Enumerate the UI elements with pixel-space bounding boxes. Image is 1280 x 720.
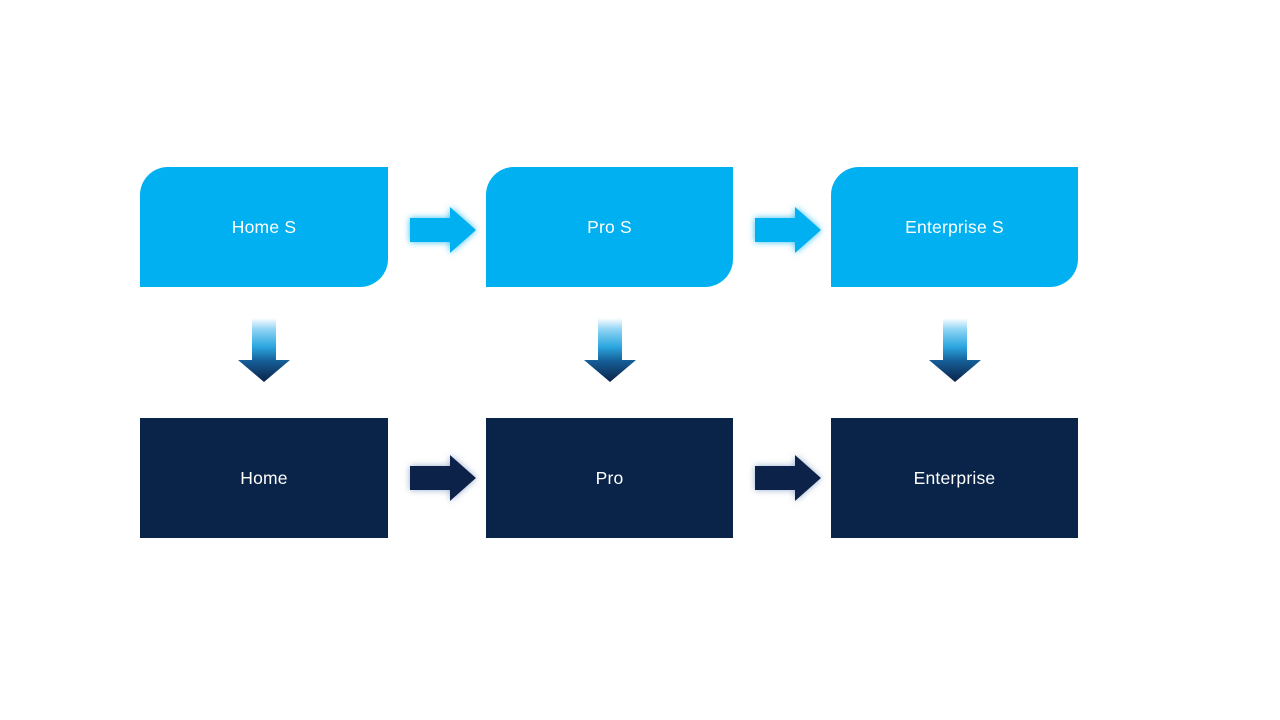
arrow-down-icon-pro-s-to-pro [584, 318, 636, 382]
arrow-right-icon-home-s-to-pro-s [398, 195, 488, 265]
node-pro: Pro [486, 418, 733, 538]
node-enterprise: Enterprise [831, 418, 1078, 538]
arrow-down-icon-home-s-to-home [238, 318, 290, 382]
arrow-right-icon-pro-to-enterprise [743, 443, 833, 513]
node-pro-s: Pro S [486, 167, 733, 287]
arrow-down-icon-enterprise-s-to-enterprise [929, 318, 981, 382]
node-enterprise-s-label: Enterprise S [905, 216, 1004, 237]
arrow-right-icon-pro-s-to-enterprise-s [743, 195, 833, 265]
node-home: Home [140, 418, 388, 538]
node-enterprise-s: Enterprise S [831, 167, 1078, 287]
node-pro-label: Pro [595, 467, 624, 488]
node-home-s-label: Home S [231, 216, 297, 237]
node-pro-s-label: Pro S [587, 216, 632, 237]
arrow-right-icon-home-to-pro [398, 443, 488, 513]
node-enterprise-label: Enterprise [913, 467, 996, 488]
node-home-label: Home [240, 467, 288, 488]
node-home-s: Home S [140, 167, 388, 287]
